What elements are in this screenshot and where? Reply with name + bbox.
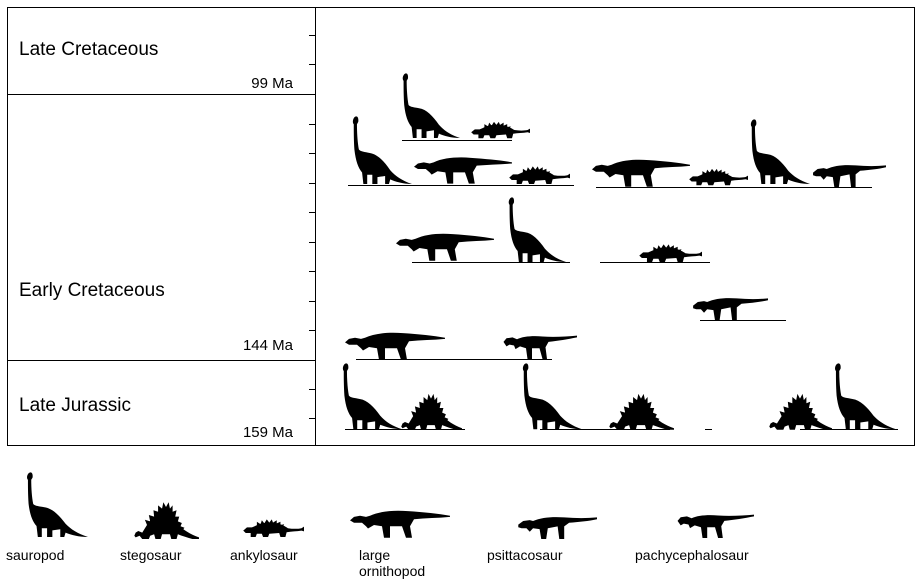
- sauropod-icon: [343, 363, 402, 429]
- legend-label-ornithopod: large ornithopod: [359, 547, 425, 579]
- ankylosaur-icon: [639, 244, 702, 262]
- ornithopod-icon: [396, 234, 494, 261]
- range-lines: [345, 141, 898, 430]
- stegosaur-icon: [134, 502, 199, 539]
- ornithopod-icon: [350, 511, 450, 538]
- legend-label-sauropod: sauropod: [6, 547, 64, 563]
- sauropod-icon: [27, 472, 88, 537]
- chart-border: [8, 8, 915, 446]
- legend: sauropod stegosaur ankylosaur large orni…: [0, 455, 916, 584]
- sauropod-icon: [835, 363, 896, 429]
- period-late-cretaceous: Late Cretaceous: [19, 39, 158, 61]
- time-chart-frame: [0, 0, 916, 450]
- timescale-ticks: [309, 36, 315, 419]
- psittacosaur-icon: [813, 165, 886, 187]
- stegosaur-icon: [609, 394, 674, 430]
- legend-label-stegosaur: stegosaur: [120, 547, 181, 563]
- sauropod-icon: [523, 363, 582, 429]
- time-chart: [0, 0, 916, 450]
- period-late-jurassic: Late Jurassic: [19, 395, 131, 417]
- pachycephalosaur-icon: [678, 515, 754, 538]
- period-early-cretaceous: Early Cretaceous: [19, 280, 165, 302]
- sauropod-icon: [509, 197, 566, 262]
- stegosaur-icon: [401, 394, 462, 430]
- ornithopod-icon: [592, 160, 690, 187]
- psittacosaur-icon: [518, 517, 597, 539]
- legend-icons: [0, 455, 916, 545]
- ankylosaur-icon: [243, 519, 304, 537]
- ornithopod-icon: [414, 157, 512, 183]
- age-144: 144 Ma: [220, 337, 293, 354]
- sauropod-icon: [353, 116, 412, 184]
- ankylosaur-icon: [471, 122, 530, 138]
- sauropod-icon: [403, 73, 460, 138]
- pachycephalosaur-icon: [504, 336, 578, 359]
- ankylosaur-icon: [509, 166, 570, 184]
- age-159: 159 Ma: [220, 424, 293, 441]
- ankylosaur-icon: [689, 169, 748, 185]
- ornithopod-icon: [345, 333, 445, 360]
- legend-label-ankylosaur: ankylosaur: [230, 547, 298, 563]
- legend-label-psittacosaur: psittacosaur: [487, 547, 562, 563]
- psittacosaur-icon: [693, 298, 768, 320]
- legend-label-pachycephalosaur: pachycephalosaur: [635, 547, 749, 563]
- age-99: 99 Ma: [220, 75, 293, 92]
- stegosaur-icon: [769, 394, 832, 430]
- sauropod-icon: [751, 119, 810, 184]
